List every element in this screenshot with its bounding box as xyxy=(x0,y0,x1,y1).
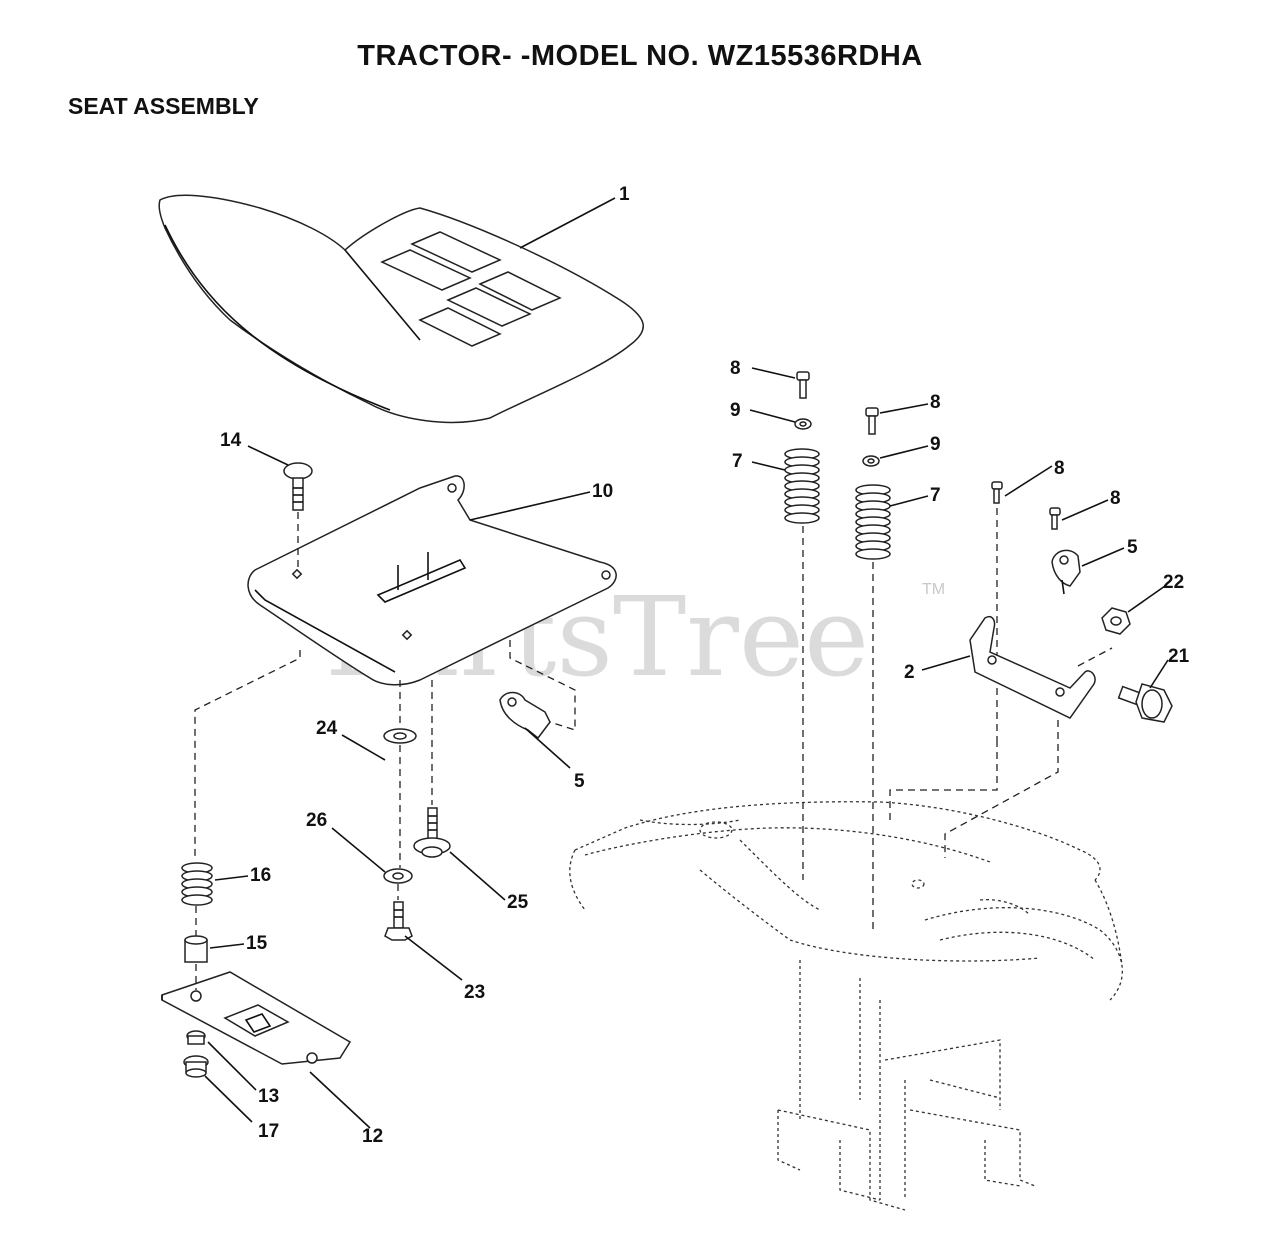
leader-2 xyxy=(921,655,971,671)
screw-part-8c xyxy=(991,481,1003,504)
spring-part-7b xyxy=(855,484,891,560)
washer-part-9b xyxy=(862,455,880,467)
locknut-part-17 xyxy=(183,1055,209,1078)
shoulder-bolt-part xyxy=(413,807,451,858)
leader-1 xyxy=(519,197,616,249)
shoulder-bolt-part-21 xyxy=(1117,683,1173,723)
leader-12 xyxy=(309,1071,371,1129)
callout-9a: 9 xyxy=(730,400,741,421)
carriage-bolt-part xyxy=(283,462,313,511)
spring-part-16 xyxy=(181,862,213,906)
callout-7b: 7 xyxy=(930,485,941,506)
callout-8c: 8 xyxy=(1054,458,1065,479)
switch-part-right xyxy=(1051,549,1081,595)
leader-22 xyxy=(1127,585,1166,613)
callout-8a: 8 xyxy=(730,358,741,379)
callout-14: 14 xyxy=(220,430,242,451)
callout-26: 26 xyxy=(306,810,327,831)
leader-5a xyxy=(524,727,571,769)
hex-bolt-part xyxy=(384,901,413,941)
callout-10: 10 xyxy=(592,481,613,502)
leader-23 xyxy=(404,935,463,981)
leader-9b xyxy=(879,445,929,459)
leader-8d xyxy=(1061,499,1109,521)
callout-16: 16 xyxy=(250,865,271,886)
page-title: TRACTOR- -MODEL NO. WZ15536RDHA xyxy=(357,40,923,72)
screw-part-8b xyxy=(865,407,879,435)
seat-pan-part xyxy=(247,475,617,686)
bracket-plate-part xyxy=(161,971,352,1065)
leader-17 xyxy=(204,1075,253,1123)
callout-2: 2 xyxy=(904,662,915,683)
tractor-frame-outline xyxy=(569,801,1123,1211)
leader-9a xyxy=(749,409,796,423)
seat-part xyxy=(158,194,645,424)
bracket-part-2 xyxy=(969,616,1096,719)
leader-24 xyxy=(341,734,386,761)
leader-16 xyxy=(214,875,249,881)
callout-17: 17 xyxy=(258,1121,279,1142)
nut-part-22 xyxy=(1101,607,1131,635)
callout-23: 23 xyxy=(464,982,485,1003)
screw-part-8a xyxy=(796,371,810,399)
callout-24: 24 xyxy=(316,718,338,739)
screw-part-8d xyxy=(1049,507,1061,530)
washer-part-24 xyxy=(383,728,417,744)
leader-21 xyxy=(1149,659,1169,689)
callout-1: 1 xyxy=(619,184,630,205)
callout-9b: 9 xyxy=(930,434,941,455)
callout-15: 15 xyxy=(246,933,268,954)
leader-8a xyxy=(751,367,796,379)
leader-13 xyxy=(207,1041,257,1091)
leader-7a xyxy=(751,461,786,471)
callout-8d: 8 xyxy=(1110,488,1121,509)
washer-part-26 xyxy=(383,868,413,884)
callout-5b: 5 xyxy=(1127,537,1138,558)
section-subtitle: SEAT ASSEMBLY xyxy=(68,93,259,119)
spring-part-7a xyxy=(784,448,820,524)
callout-22: 22 xyxy=(1163,572,1184,593)
callout-7a: 7 xyxy=(732,451,743,472)
callout-13: 13 xyxy=(258,1086,279,1107)
leader-14 xyxy=(247,445,289,466)
leader-15 xyxy=(209,943,245,949)
leader-10 xyxy=(469,491,591,521)
leader-5b xyxy=(1081,547,1125,567)
leader-26 xyxy=(331,827,386,873)
leader-8c xyxy=(1004,465,1053,497)
callout-8b: 8 xyxy=(930,392,941,413)
spacer-part xyxy=(184,935,208,963)
callout-21: 21 xyxy=(1168,646,1190,667)
leader-7b xyxy=(889,495,929,507)
leader-25 xyxy=(449,851,506,901)
nut-part-13 xyxy=(186,1030,206,1045)
watermark-tm: TM xyxy=(922,581,945,598)
callout-12: 12 xyxy=(362,1126,383,1147)
washer-part-9a xyxy=(794,418,812,430)
leader-8b xyxy=(879,403,929,414)
callout-25: 25 xyxy=(507,892,529,913)
callout-5a: 5 xyxy=(574,771,585,792)
